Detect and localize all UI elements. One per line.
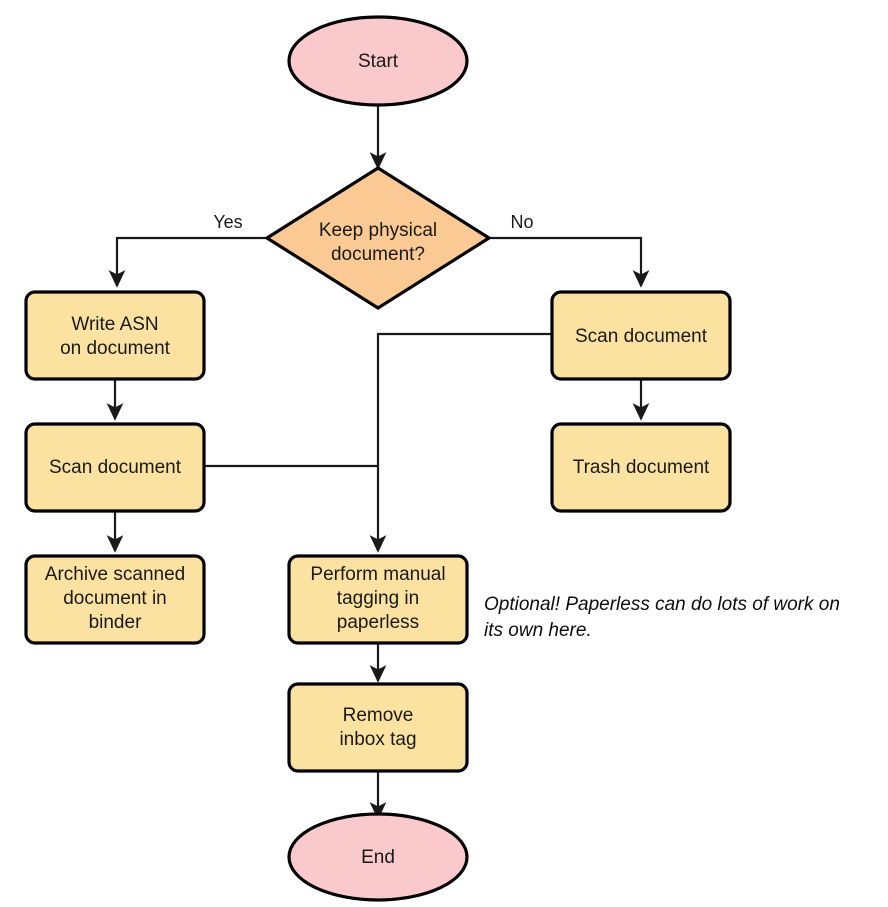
- tagging-box[interactable]: [287, 554, 469, 645]
- tagging-label-line2: tagging in: [337, 588, 419, 609]
- edge-scan-right-to-tagging: [369, 332, 552, 553]
- node-scan-document-left[interactable]: Scan document: [24, 422, 206, 513]
- node-trash-document[interactable]: Trash document: [550, 422, 732, 513]
- edge-label-yes: Yes: [213, 212, 242, 232]
- edge-decision-yes-to-write-asn: [108, 236, 268, 288]
- decision-diamond[interactable]: [265, 166, 491, 310]
- tagging-label-line3: paperless: [337, 612, 419, 633]
- decision-label-line2: document?: [331, 244, 425, 265]
- edge-label-no: No: [510, 212, 533, 232]
- node-decision-keep-physical-document[interactable]: Keep physical document?: [265, 166, 491, 310]
- remove-inbox-box[interactable]: [287, 682, 469, 773]
- trash-document-box[interactable]: [550, 422, 732, 513]
- annotation-optional-note: Optional! Paperless can do lots of work …: [484, 594, 840, 641]
- remove-inbox-label-line2: inbox tag: [339, 729, 416, 750]
- write-asn-label-line2: on document: [60, 338, 171, 359]
- start-ellipse[interactable]: [287, 15, 469, 107]
- node-remove-inbox-tag[interactable]: Remove inbox tag: [287, 682, 469, 773]
- end-ellipse[interactable]: [287, 812, 469, 902]
- node-archive-scanned-document[interactable]: Archive scanned document in binder: [24, 554, 206, 645]
- archive-label-line2: document in: [63, 588, 167, 609]
- optional-note-line1: Optional! Paperless can do lots of work …: [484, 594, 840, 615]
- scan-document-left-label: Scan document: [49, 457, 182, 478]
- scan-document-right-box[interactable]: [550, 290, 732, 381]
- archive-label-line1: Archive scanned: [45, 564, 185, 585]
- edges-layer: [106, 103, 650, 820]
- node-write-asn[interactable]: Write ASN on document: [24, 290, 206, 381]
- edge-decision-no-to-scan-right: [489, 236, 650, 288]
- scan-document-left-box[interactable]: [24, 422, 206, 513]
- write-asn-box[interactable]: [24, 290, 206, 381]
- node-perform-manual-tagging[interactable]: Perform manual tagging in paperless: [287, 554, 469, 645]
- node-end[interactable]: End: [287, 812, 469, 902]
- node-start[interactable]: Start: [287, 15, 469, 107]
- archive-label-line3: binder: [89, 612, 142, 633]
- trash-document-label: Trash document: [573, 457, 710, 478]
- decision-label-line1: Keep physical: [319, 220, 437, 241]
- write-asn-label-line1: Write ASN: [71, 314, 158, 335]
- tagging-label-line1: Perform manual: [310, 564, 445, 585]
- end-label: End: [361, 847, 395, 868]
- optional-note-line2: its own here.: [484, 620, 592, 641]
- node-scan-document-right[interactable]: Scan document: [550, 290, 732, 381]
- start-label: Start: [358, 51, 399, 72]
- archive-box[interactable]: [24, 554, 206, 645]
- remove-inbox-label-line1: Remove: [343, 705, 414, 726]
- scan-document-right-label: Scan document: [575, 326, 708, 347]
